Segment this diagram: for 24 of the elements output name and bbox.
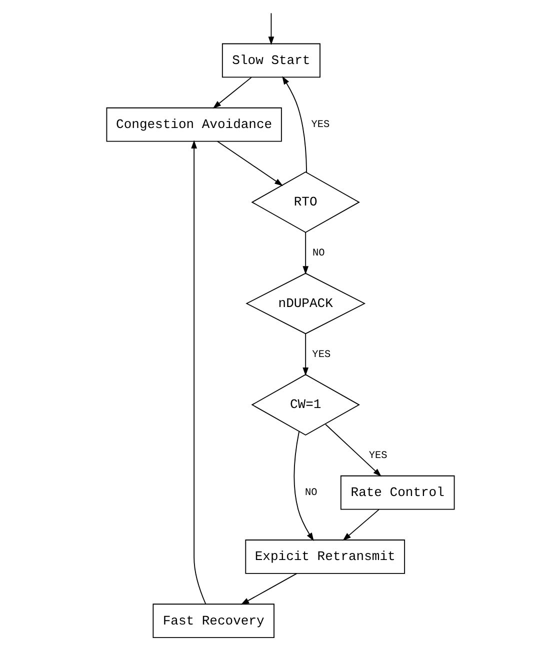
node-box: Congestion Avoidance bbox=[106, 107, 282, 142]
arrow bbox=[342, 509, 379, 541]
arrow bbox=[302, 333, 308, 376]
edge-label: YES bbox=[312, 348, 330, 361]
node-diamond: RTO bbox=[250, 171, 360, 233]
edge-label: NO bbox=[304, 487, 317, 500]
arrow bbox=[293, 431, 314, 542]
arrow bbox=[216, 140, 283, 186]
arrow bbox=[268, 12, 274, 46]
arrow bbox=[190, 140, 206, 604]
node-box: Slow Start bbox=[221, 43, 320, 78]
edge-label: NO bbox=[312, 247, 324, 260]
node-box: Rate Control bbox=[340, 475, 454, 510]
node-diamond: nDUPACK bbox=[245, 272, 366, 334]
node-diamond: CW=1 bbox=[250, 374, 360, 436]
node-box: Expicit Retransmit bbox=[244, 540, 405, 574]
arrow bbox=[302, 232, 308, 275]
arrow bbox=[282, 76, 307, 173]
arrow bbox=[212, 76, 252, 109]
edge-label: YES bbox=[310, 119, 330, 132]
edge-label: YES bbox=[368, 450, 387, 462]
arrow bbox=[324, 424, 381, 477]
arrow bbox=[240, 573, 297, 605]
node-box: Fast Recovery bbox=[152, 604, 274, 638]
